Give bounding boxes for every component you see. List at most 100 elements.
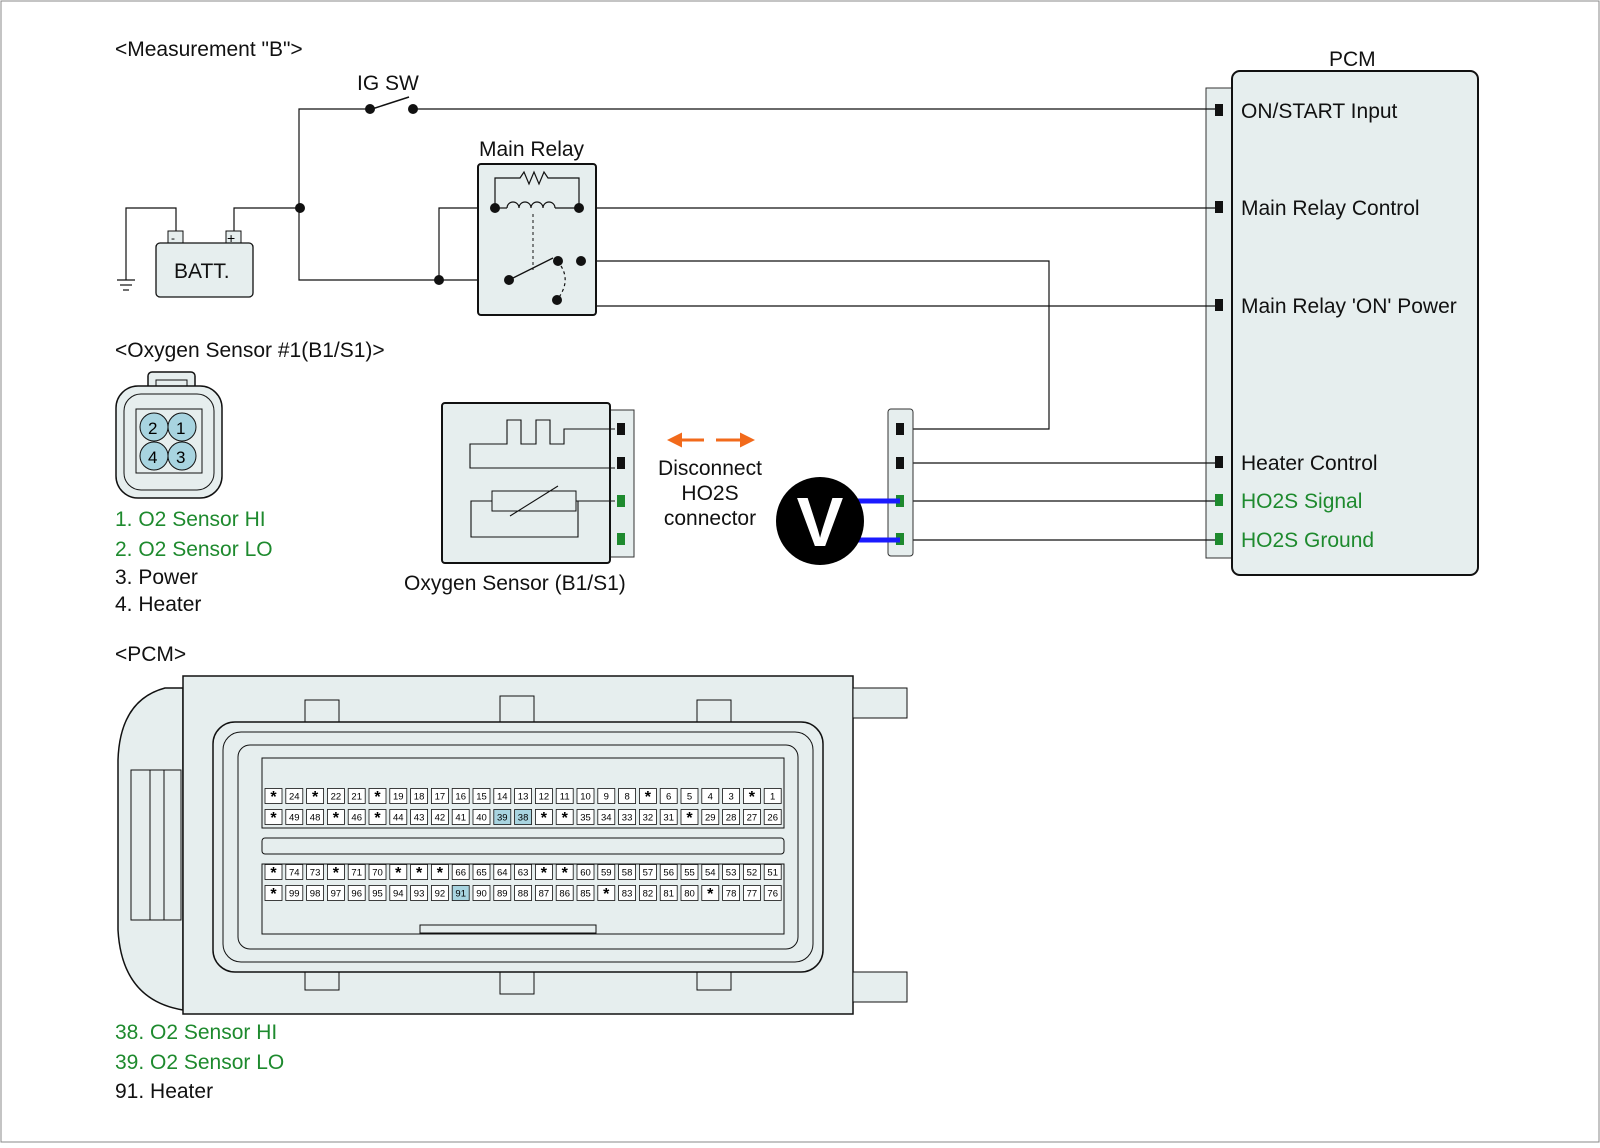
pcm-pin-11	[555, 788, 574, 804]
pcm-terminal-ho2s-signal: HO2S Signal	[1241, 490, 1362, 513]
pcm-pin-label: 73	[310, 868, 321, 879]
pcm-pin-34	[597, 809, 616, 825]
pcm-legend-38: 38. O2 Sensor HI	[115, 1021, 277, 1044]
pcm-pin-82	[639, 885, 657, 901]
wire-ig-feed	[298, 108, 366, 208]
pcm-pin-label: 4	[708, 792, 713, 803]
pcm-pin-label: 59	[601, 868, 612, 879]
pcm-pin-label: 17	[435, 792, 446, 803]
pcm-terminal-on-start: ON/START Input	[1241, 100, 1398, 123]
pcm-pin-43	[410, 809, 429, 825]
pcm-pin-22	[326, 788, 345, 804]
pcm-pin-60	[576, 864, 595, 880]
pcm-pin-unused	[597, 885, 616, 901]
pcm-pin-label: 6	[666, 792, 671, 803]
pcm-pin-label: 21	[351, 792, 362, 803]
pcm-pin-label: *	[333, 810, 340, 827]
battery: - + BATT.	[155, 230, 254, 298]
pcm-pin-label: *	[312, 789, 319, 806]
ig-switch-blade	[371, 96, 410, 110]
main-relay-box	[477, 163, 597, 316]
pcm-pin-86	[555, 885, 574, 901]
pcm-pin-label: 8	[624, 792, 629, 803]
pcm-pin-label: 85	[580, 889, 591, 900]
pcm-pin-13	[514, 788, 532, 804]
sensor-pin-1	[167, 412, 197, 442]
pcm-pin-5	[680, 788, 699, 804]
pcm-pin-label: 86	[559, 889, 570, 900]
pcm-pin-9	[597, 788, 616, 804]
pcm-pin-95	[368, 885, 387, 901]
pcm-pin-label: 46	[351, 813, 362, 824]
pcm-terminal-ho2s-ground: HO2S Ground	[1241, 529, 1374, 552]
voltmeter-body	[776, 477, 864, 565]
pcm-pin-39	[493, 809, 512, 825]
pcm-pin-label: 26	[767, 813, 778, 824]
pcm-pin-label: *	[270, 789, 277, 806]
pcm-pin-label: 27	[747, 813, 758, 824]
pcm-pin-label: 35	[580, 813, 591, 824]
pcm-terminal-heater-control: Heater Control	[1241, 452, 1378, 475]
pcm-pin-label: 1	[770, 792, 775, 803]
pcm-pin-87	[535, 885, 553, 901]
pcm-pin-label: *	[645, 789, 652, 806]
pcm-terminal-main-relay-power: Main Relay 'ON' Power	[1241, 295, 1457, 318]
pcm-pin-76	[763, 885, 782, 901]
battery-minus: -	[171, 231, 175, 245]
voltmeter-symbol: V	[797, 483, 844, 561]
pcm-pin-label: 43	[414, 813, 425, 824]
pcm-pin-label: 76	[767, 889, 778, 900]
junction-dot	[295, 203, 305, 213]
pcm-pin-unused	[264, 885, 283, 901]
pcm-pin-unused	[326, 864, 345, 880]
pcm-pin-heater	[1215, 456, 1223, 468]
pcm-pin-label: 81	[663, 889, 674, 900]
pcm-pin-main-relay-control	[1215, 201, 1223, 213]
pcm-pin-58	[618, 864, 636, 880]
pcm-pin-label: 3	[728, 792, 733, 803]
pcm-pin-label: *	[270, 886, 277, 903]
pcm-pin-35	[576, 809, 595, 825]
pcm-pin-label: *	[603, 886, 610, 903]
pcm-pin-44	[389, 809, 408, 825]
pcm-pin-label: 63	[518, 868, 529, 879]
pcm-pin-94	[389, 885, 408, 901]
sensor-connector-face: 2 1 4 3	[115, 371, 223, 499]
pcm-pin-label: 88	[518, 889, 529, 900]
pcm-pin-59	[597, 864, 616, 880]
pcm-pin-label: 11	[560, 792, 570, 803]
pcm-pin-label: 93	[414, 889, 425, 900]
pcm-pin-label: 5	[687, 792, 692, 803]
pcm-pin-27	[743, 809, 761, 825]
pcm-pin-label: 10	[580, 792, 591, 803]
pcm-pin-label: 87	[539, 889, 550, 900]
pcm-pin-label: 77	[747, 889, 758, 900]
measurement-title: <Measurement "B">	[115, 38, 303, 61]
wire-batt-minus	[125, 207, 177, 280]
pcm-pin-label: *	[562, 810, 569, 827]
pcm-pin-42	[430, 809, 449, 825]
pcm-pin-56	[659, 864, 678, 880]
pcm-block: PCM ON/START Input Main Relay Control Ma…	[1205, 48, 1479, 576]
pcm-pin-48	[306, 809, 325, 825]
pcm-pin-17	[430, 788, 449, 804]
pcm-pin-92	[430, 885, 449, 901]
pcm-pin-63	[514, 864, 532, 880]
pcm-pin-label: *	[395, 865, 402, 882]
pcm-pin-label: 66	[455, 868, 466, 879]
pcm-title: PCM	[1329, 48, 1376, 71]
disconnect-note-line2: HO2S	[681, 482, 738, 505]
pcm-pin-97	[326, 885, 345, 901]
pcm-legend-91: 91. Heater	[115, 1080, 213, 1103]
sensor-legend-4: 4. Heater	[115, 593, 201, 616]
pcm-pin-96	[347, 885, 366, 901]
pcm-pin-12	[535, 788, 553, 804]
pcm-pin-label: *	[374, 810, 381, 827]
disconnect-note-line1: Disconnect	[658, 457, 762, 480]
pcm-pin-74	[285, 864, 304, 880]
pcm-pin-26	[763, 809, 782, 825]
